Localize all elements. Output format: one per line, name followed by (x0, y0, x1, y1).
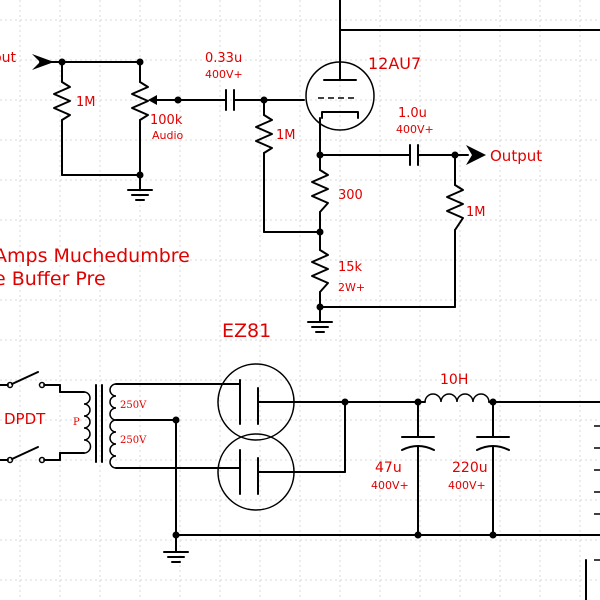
rectifier-diode-bottom (217, 433, 346, 511)
rectifier-label: EZ81 (222, 320, 271, 342)
pot-value-label: 100k (150, 113, 183, 128)
filter2-voltage-label: 400V+ (448, 479, 486, 492)
secondary-top-label: 250V (120, 400, 147, 411)
choke-label: 10H (440, 372, 468, 388)
c-out-value-label: 1.0u (398, 106, 427, 121)
switch-label: DPDT (4, 410, 46, 428)
input-connector (32, 54, 141, 70)
title-line-1: Amps Muchedumbre (0, 245, 190, 267)
cathode-resistor-label: 300 (338, 188, 363, 203)
output-resistor (319, 154, 464, 308)
output-coupling-capacitor (319, 144, 456, 166)
filter2-value-label: 220u (452, 460, 488, 476)
filter-capacitor-1 (401, 401, 435, 536)
rectifier-diode-top (217, 363, 346, 441)
filter-choke (424, 393, 600, 403)
volume-pot (131, 61, 179, 176)
c-in-value-label: 0.33u (205, 51, 242, 66)
c-out-voltage-label: 400V+ (396, 123, 434, 136)
secondary-bottom-label: 250V (120, 435, 147, 446)
input-label: Input (0, 50, 16, 66)
filter1-voltage-label: 400V+ (371, 479, 409, 492)
filter1-value-label: 47u (375, 460, 402, 476)
preamp-tube-12au7 (305, 29, 375, 156)
input-coupling-capacitor (177, 89, 305, 111)
partial-component-right-edge (585, 425, 600, 600)
bias-resistor-value-label: 15k (338, 260, 363, 275)
input-resistor-label: 1M (76, 95, 96, 110)
grid-resistor (255, 99, 321, 233)
power-transformer (59, 383, 233, 469)
filter-capacitor-2 (476, 401, 510, 536)
grid-resistor-label: 1M (276, 128, 296, 143)
output-resistor-label: 1M (466, 205, 486, 220)
output-label: Output (490, 147, 542, 165)
title-line-2: e Buffer Pre (0, 268, 106, 290)
output-connector (454, 145, 486, 165)
bias-resistor-power-label: 2W+ (338, 281, 365, 294)
input-resistor (53, 61, 71, 176)
ground-symbol-preamp (307, 321, 333, 333)
primary-label: P (73, 417, 80, 428)
ground-symbol-input (127, 189, 153, 201)
power-switch-dpdt (0, 371, 61, 464)
tube-preamp-label: 12AU7 (368, 54, 421, 73)
c-in-voltage-label: 400V+ (205, 68, 243, 81)
ground-symbol-psu (163, 551, 189, 563)
pot-taper-label: Audio (152, 129, 184, 142)
